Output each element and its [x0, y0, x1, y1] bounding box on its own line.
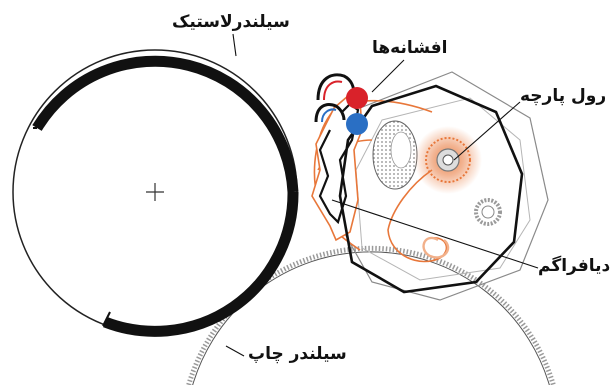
blue-nozzle-icon: [346, 113, 368, 135]
cloth-roll: [414, 126, 482, 194]
print-cylinder: [186, 245, 556, 385]
cloth-take-up: [422, 236, 450, 259]
print-cylinder-label: سیلندر چاپ: [248, 344, 347, 364]
sprayer-nozzles: [314, 73, 368, 135]
dotted-roller: [372, 120, 418, 190]
small-gear: [474, 198, 502, 226]
cylinder-center-mark: [146, 183, 164, 201]
rubber-cylinder-label: سیلندرلاستیک: [172, 12, 290, 32]
leader-lines: [225, 33, 539, 357]
sprayers-label: افشانه‌ها: [372, 38, 448, 58]
red-nozzle-icon: [346, 87, 368, 109]
cleaning-unit-frame: [338, 84, 524, 294]
cloth-roll-label: رول پارچه: [520, 86, 607, 106]
rubber-cylinder: [12, 49, 299, 337]
diaphragm-label: دیافراگم: [538, 256, 611, 276]
